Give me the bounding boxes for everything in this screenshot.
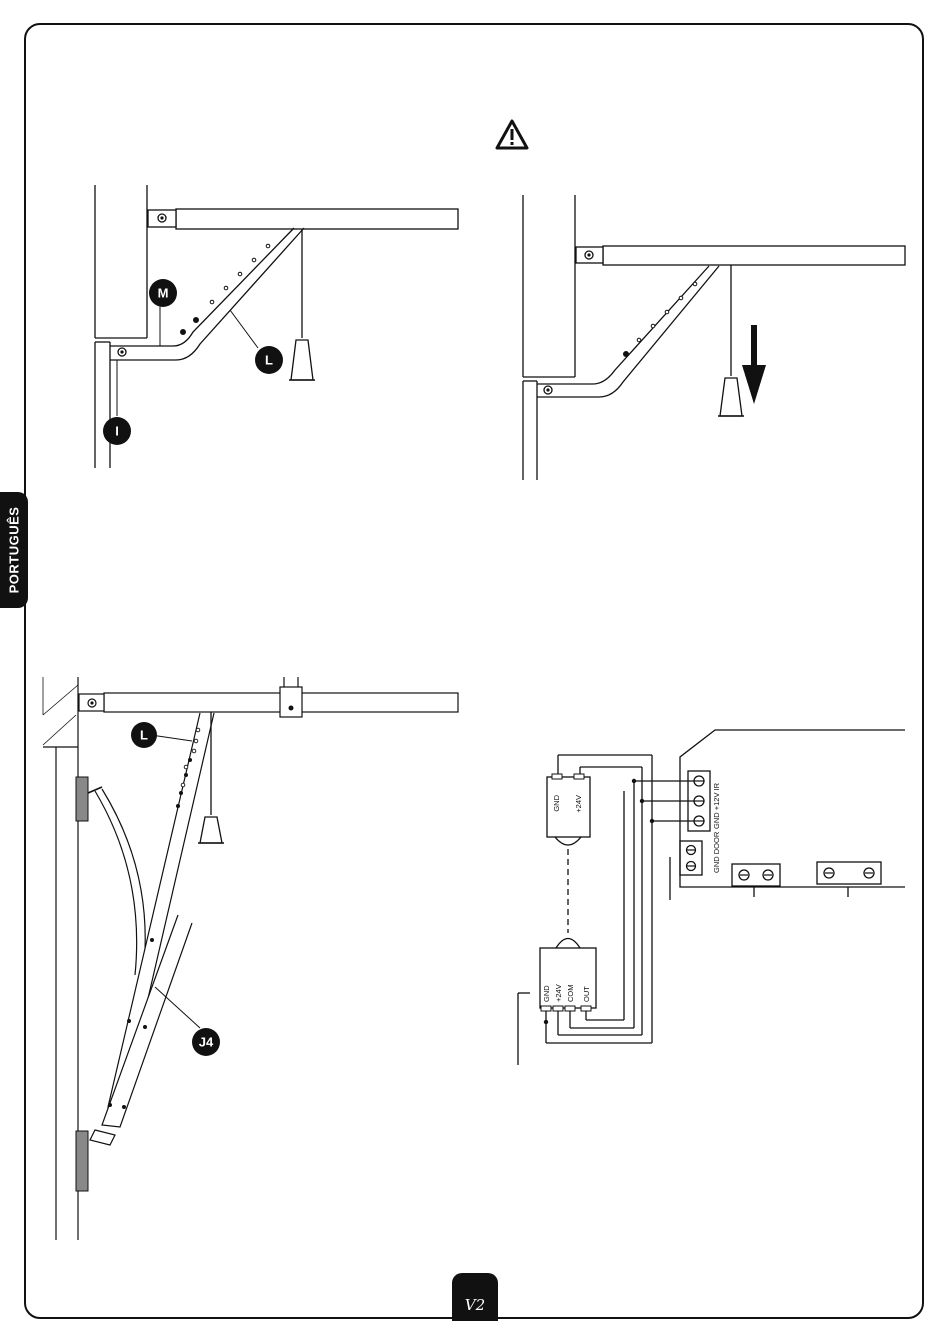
- callout-l: L: [255, 346, 283, 374]
- callout-i: I: [103, 417, 131, 445]
- arrow-down-icon: [742, 325, 766, 404]
- sensor-top-gnd: GND: [552, 794, 561, 811]
- warning-triangle-icon: [494, 118, 530, 152]
- terminal-label-door: GND DOOR: [712, 831, 721, 873]
- sensor-bottom-out: OUT: [582, 986, 591, 1002]
- svg-text:J4: J4: [199, 1035, 214, 1050]
- svg-text:L: L: [265, 353, 273, 368]
- sensor-bottom-gnd: GND: [542, 985, 551, 1002]
- callout-m: M: [149, 279, 177, 307]
- callout-j4: J4: [192, 1028, 220, 1056]
- sensor-top-24v: +24V: [574, 795, 583, 813]
- svg-text:L: L: [140, 728, 148, 743]
- callout-l: L: [131, 722, 157, 748]
- figure-arm-assembly: L J4: [40, 675, 470, 1245]
- figure-wiring-diagram: GND +24V GND +24V COM OUT GND +12V IR GN…: [510, 725, 910, 1070]
- figure-pull-cord: [515, 190, 910, 485]
- svg-text:M: M: [158, 286, 169, 301]
- language-label: PORTUGUÊS: [7, 507, 22, 594]
- figure-arm-release: M L I: [80, 180, 470, 480]
- sensor-bottom-24v: +24V: [554, 984, 563, 1002]
- sensor-bottom-com: COM: [566, 985, 575, 1003]
- svg-text:I: I: [115, 424, 119, 439]
- terminal-label-ir: GND +12V IR: [712, 782, 721, 829]
- brand-logo: V2: [452, 1296, 498, 1314]
